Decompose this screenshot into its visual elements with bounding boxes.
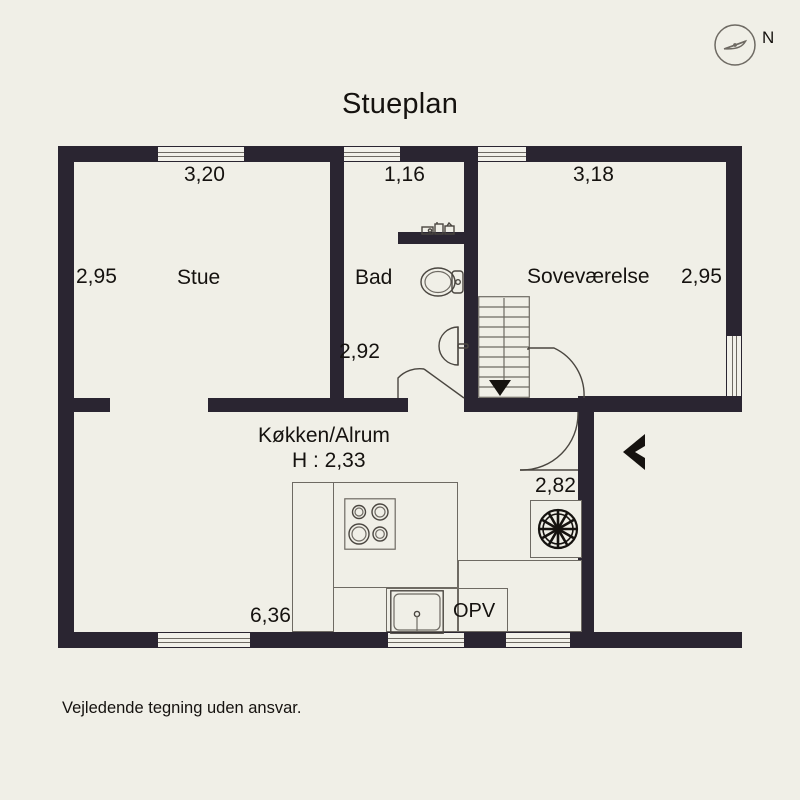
top-wall-seg-3 bbox=[400, 146, 478, 162]
disclaimer-note: Vejledende tegning uden ansvar. bbox=[62, 699, 302, 717]
toilet-icon bbox=[418, 258, 466, 306]
interior-wall-kitchen-top-right bbox=[464, 398, 592, 412]
bedroom-height-dimension: 2,95 bbox=[681, 265, 722, 288]
top-wall-seg-1 bbox=[58, 146, 158, 162]
window-bad-top bbox=[340, 146, 400, 162]
wood-stove-icon bbox=[536, 504, 584, 552]
exterior-wall-left bbox=[58, 146, 74, 648]
window-stue-top bbox=[158, 146, 244, 162]
north-label: N bbox=[762, 28, 775, 47]
cooktop-icon bbox=[344, 498, 396, 550]
compass-icon bbox=[712, 22, 758, 68]
kitchen-counter-sink-base bbox=[386, 588, 458, 632]
entry-direction-arrow-icon bbox=[607, 432, 647, 472]
bathroom-door-swing-icon bbox=[396, 366, 468, 400]
bedroom-width-dimension: 3,18 bbox=[573, 163, 614, 186]
bad-height-dimension: 2,92 bbox=[339, 340, 380, 363]
stue-height-dimension: 2,95 bbox=[76, 265, 117, 288]
interior-wall-bad-partition bbox=[398, 232, 472, 244]
staircase-icon bbox=[478, 296, 530, 398]
appliance-shelf-icon bbox=[421, 221, 461, 236]
dishwasher-label: OPV bbox=[453, 600, 496, 622]
kitchen-sink-icon bbox=[390, 590, 444, 634]
exterior-wall-right-lower bbox=[578, 396, 594, 648]
window-kitchen-bottom-right bbox=[506, 632, 570, 648]
room-label-bad: Bad bbox=[355, 266, 393, 289]
interior-wall-stue-bad bbox=[330, 146, 344, 412]
bad-width-dimension: 1,16 bbox=[384, 163, 425, 186]
interior-wall-kitchen-top-left bbox=[208, 398, 408, 412]
bedroom-door-swing-icon bbox=[527, 346, 586, 400]
window-bedroom-right bbox=[726, 336, 742, 396]
bathroom-sink-icon bbox=[424, 324, 470, 368]
window-kitchen-bottom-left bbox=[158, 632, 250, 648]
stue-width-dimension: 3,20 bbox=[184, 163, 225, 186]
window-bedroom-top bbox=[478, 146, 526, 162]
top-wall-seg-4 bbox=[526, 146, 742, 162]
kitchen-height-note: H : 2,33 bbox=[292, 449, 366, 472]
top-wall-seg-2 bbox=[244, 146, 340, 162]
entry-dimension: 2,82 bbox=[535, 474, 576, 497]
stairs-down-arrow-icon bbox=[487, 378, 513, 398]
room-label-stue: Stue bbox=[177, 266, 221, 289]
page-title: Stueplan bbox=[341, 88, 459, 120]
dishwasher-icon bbox=[458, 588, 508, 632]
kitchen-counter-left bbox=[292, 482, 334, 632]
kitchen-width-dimension: 6,36 bbox=[250, 604, 291, 627]
window-kitchen-bottom-mid bbox=[388, 632, 464, 648]
entry-door-swing-icon bbox=[520, 412, 582, 474]
interior-wall-stub-left bbox=[58, 398, 110, 412]
exterior-wall-right-step bbox=[578, 396, 742, 412]
room-label-kokken: Køkken/Alrum bbox=[258, 424, 390, 447]
room-label-sovevaerelse: Soveværelse bbox=[527, 265, 650, 288]
